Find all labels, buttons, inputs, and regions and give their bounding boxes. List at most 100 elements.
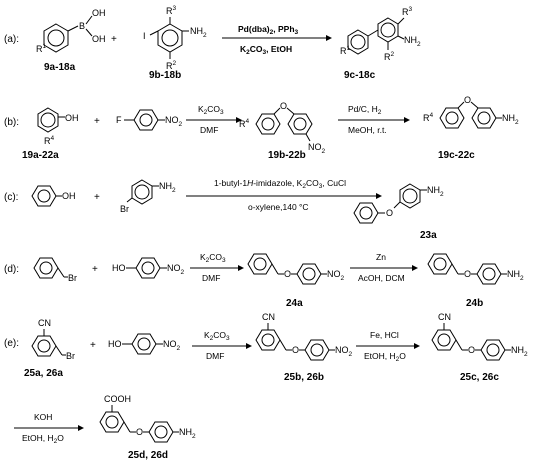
ether-oxygen: O (284, 269, 291, 279)
aromatic-circle (302, 267, 316, 281)
amino-group: NH2 (511, 345, 528, 358)
nitrophenol: HO NO2 (112, 257, 185, 279)
aromatic-circle (433, 257, 447, 271)
aromatic-circle (253, 257, 267, 271)
reagent-label: K2CO3 (204, 330, 230, 342)
aromatic-circle (47, 29, 65, 47)
nitro-diaryl-ether: R4 O NO2 (239, 101, 326, 155)
bond (305, 133, 311, 142)
reagent-label: KOH (34, 412, 52, 422)
benzene-ring (99, 411, 125, 433)
benzene-ring (133, 109, 159, 131)
plus-sign: + (94, 192, 100, 203)
benzene-ring (476, 263, 502, 285)
benzene-ring (131, 333, 157, 355)
benzene-ring (255, 113, 281, 135)
hydroxyl-label: HO (108, 339, 122, 349)
row-e: (e): CN Br 25a, 26a + HO NO2 K2CO3 DMF C… (4, 312, 528, 461)
r1-substituent: R1 (36, 43, 47, 54)
arrowhead (414, 343, 420, 349)
solvent-label: DMF (200, 125, 218, 135)
row-label: (d): (4, 264, 19, 275)
benzene-ring (255, 329, 281, 351)
bromine-atom: Br (68, 273, 77, 283)
solvent-label: DMF (206, 351, 224, 361)
amino-group: NH2 (190, 26, 207, 39)
row-label: (b): (4, 117, 19, 128)
r2-substituent: R2 (384, 51, 395, 62)
condition-label: AcOH, DCM (358, 273, 405, 283)
nitro-group: NO2 (335, 345, 353, 358)
amino-group: NH2 (404, 35, 421, 48)
bond (149, 30, 159, 36)
benzene-ring (135, 257, 161, 279)
row-label: (e): (4, 338, 19, 349)
compound-label: 25a, 26a (24, 368, 63, 379)
benzene-ring (427, 253, 453, 275)
aromatic-circle (445, 111, 459, 125)
hydroxyl-label: OH (65, 113, 79, 123)
aromatic-circle (359, 206, 373, 220)
hydroxyl-label: OH (92, 8, 106, 18)
bond (455, 339, 463, 351)
benzene-ring (480, 339, 506, 361)
ether-oxygen: O (136, 427, 143, 437)
aminophenyl-phenyl-ether: NH2 O (353, 183, 444, 224)
bond (279, 339, 287, 351)
aromatic-circle (437, 333, 451, 347)
fluoronitrobenzene: F NO2 (116, 109, 183, 131)
compound-label: 19a-22a (22, 150, 59, 161)
aromatic-circle (37, 189, 51, 203)
bond (470, 101, 479, 109)
aryl-boronic-acid: B OH OH R1 (36, 8, 106, 54)
bond (451, 263, 459, 275)
aromatic-circle (134, 184, 150, 200)
bond (85, 28, 93, 37)
bond (457, 101, 465, 109)
reagent-label: Pd/C, H2 (348, 104, 382, 116)
phenol: OH (31, 185, 76, 207)
carboxybenzyl-aminophenyl-ether: COOH O NH2 (99, 394, 196, 443)
carboxyl-group: COOH (104, 394, 131, 404)
fluorine-atom: F (116, 115, 122, 125)
aromatic-circle (380, 22, 396, 38)
nitro-group: NO2 (163, 339, 181, 352)
row-d: (d): Br + HO NO2 K2CO3 DMF O (4, 252, 524, 309)
aromatic-circle (310, 343, 324, 357)
aromatic-circle (40, 112, 56, 128)
benzene-ring (296, 263, 322, 285)
nitrile-group: CN (262, 312, 275, 322)
compound-label: 9a-18a (44, 62, 76, 73)
substituted-phenol: OH R4 (37, 107, 79, 146)
amino-group: NH2 (502, 113, 519, 126)
aromatic-circle (37, 339, 51, 353)
cyanobenzyl-nitrophenyl-ether: CN O NO2 (255, 312, 353, 361)
arrowhead (412, 265, 418, 271)
aromatic-circle (261, 333, 275, 347)
plus-sign: + (111, 34, 117, 45)
arrowhead (78, 425, 84, 431)
arrowhead (246, 343, 252, 349)
bond (85, 15, 93, 25)
hydroxyl-label: HO (112, 263, 126, 273)
amino-group: NH2 (159, 181, 176, 194)
condition-label: MeOH, r.t. (348, 125, 387, 135)
row-label: (a): (4, 34, 19, 45)
bond (55, 345, 63, 356)
compound-label: 9b-18b (149, 70, 181, 81)
reagent-label: Fe, HCl (370, 330, 399, 340)
nitrile-group: CN (38, 318, 51, 328)
amino-group: NH2 (507, 269, 524, 282)
iodoaniline: I NH2 R3 R2 (143, 5, 207, 71)
bond (123, 421, 131, 433)
compound-label: 9c-18c (344, 70, 376, 81)
benzyl-aminophenyl-ether: O NH2 (427, 253, 524, 285)
amino-group: NH2 (179, 427, 196, 440)
plus-sign: + (94, 116, 100, 127)
benzene-ring (31, 335, 57, 357)
aromatic-circle (350, 34, 366, 50)
ether-oxygen: O (292, 345, 299, 355)
benzene-ring (247, 253, 273, 275)
condition-label: EtOH, H2O (22, 433, 64, 445)
r4-substituent: R4 (423, 112, 434, 123)
